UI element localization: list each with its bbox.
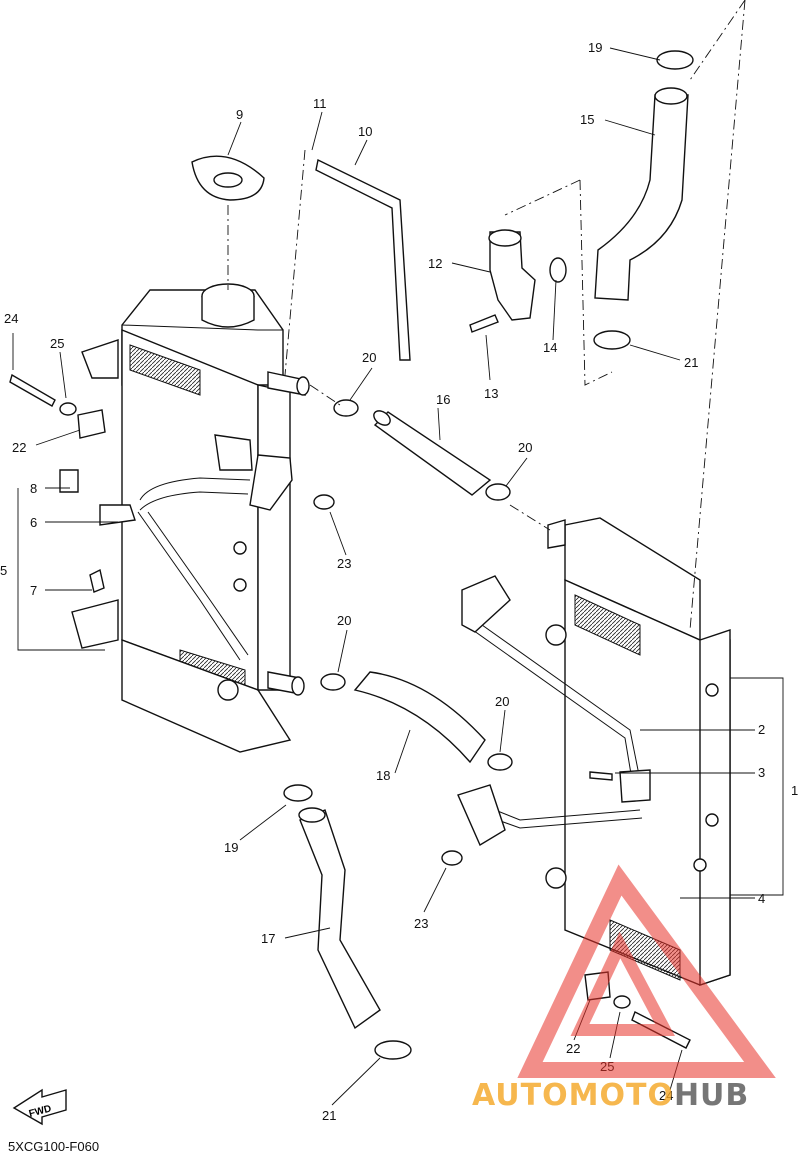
assembly-lines xyxy=(227,0,746,631)
callout-5: 5 xyxy=(0,563,7,578)
upper-hose xyxy=(594,87,689,301)
callout-4: 4 xyxy=(758,891,765,906)
callout-12: 12 xyxy=(428,256,442,271)
callout-20-lower-left: 20 xyxy=(337,613,351,628)
callout-24-left: 24 xyxy=(4,311,18,326)
watermark-logo-icon xyxy=(517,864,776,1078)
callout-9: 9 xyxy=(236,107,243,122)
straight-hose xyxy=(373,410,492,496)
callout-17: 17 xyxy=(261,931,275,946)
callout-21-upper: 21 xyxy=(684,355,698,370)
callout-8: 8 xyxy=(30,481,37,496)
radiator-cap xyxy=(191,155,265,201)
callout-18: 18 xyxy=(376,768,390,783)
callout-23-upper: 23 xyxy=(337,556,351,571)
callout-13: 13 xyxy=(484,386,498,401)
callout-19-top: 19 xyxy=(588,40,602,55)
callout-15: 15 xyxy=(580,112,594,127)
callout-1: 1 xyxy=(791,783,798,798)
callout-23-lower: 23 xyxy=(414,916,428,931)
callout-22-right: 22 xyxy=(566,1041,580,1056)
callout-2: 2 xyxy=(758,722,765,737)
callout-24-right: 24 xyxy=(659,1088,673,1103)
callout-22-left: 22 xyxy=(12,440,26,455)
callout-16: 16 xyxy=(436,392,450,407)
callout-11: 11 xyxy=(313,96,327,111)
callout-20-upper-right: 20 xyxy=(518,440,532,455)
callout-10: 10 xyxy=(358,124,372,139)
callout-19-bottom: 19 xyxy=(224,840,238,855)
diagram-code: 5XCG100-F060 xyxy=(8,1139,100,1154)
fwd-arrow-icon: FWD xyxy=(12,1088,67,1126)
callout-20-upper-left: 20 xyxy=(362,350,376,365)
callout-20-lower-right: 20 xyxy=(495,694,509,709)
watermark-part2: HUB xyxy=(673,1078,750,1113)
curved-hose xyxy=(353,671,486,764)
right-pipe-assembly xyxy=(457,575,651,847)
callout-25-left: 25 xyxy=(50,336,64,351)
watermark-text: AUTOMOTOHUB xyxy=(472,1078,749,1113)
callout-14: 14 xyxy=(543,340,557,355)
watermark-part1: AUTOMOTO xyxy=(472,1078,674,1113)
callout-6: 6 xyxy=(30,515,37,530)
callout-3: 3 xyxy=(758,765,765,780)
lower-hose xyxy=(298,807,381,1030)
hose-joint xyxy=(488,229,567,321)
callout-leaders xyxy=(12,47,784,1106)
callout-21-lower: 21 xyxy=(322,1108,336,1123)
overflow-hose xyxy=(315,158,411,361)
callout-7: 7 xyxy=(30,583,37,598)
left-pipe-assembly xyxy=(99,434,293,661)
